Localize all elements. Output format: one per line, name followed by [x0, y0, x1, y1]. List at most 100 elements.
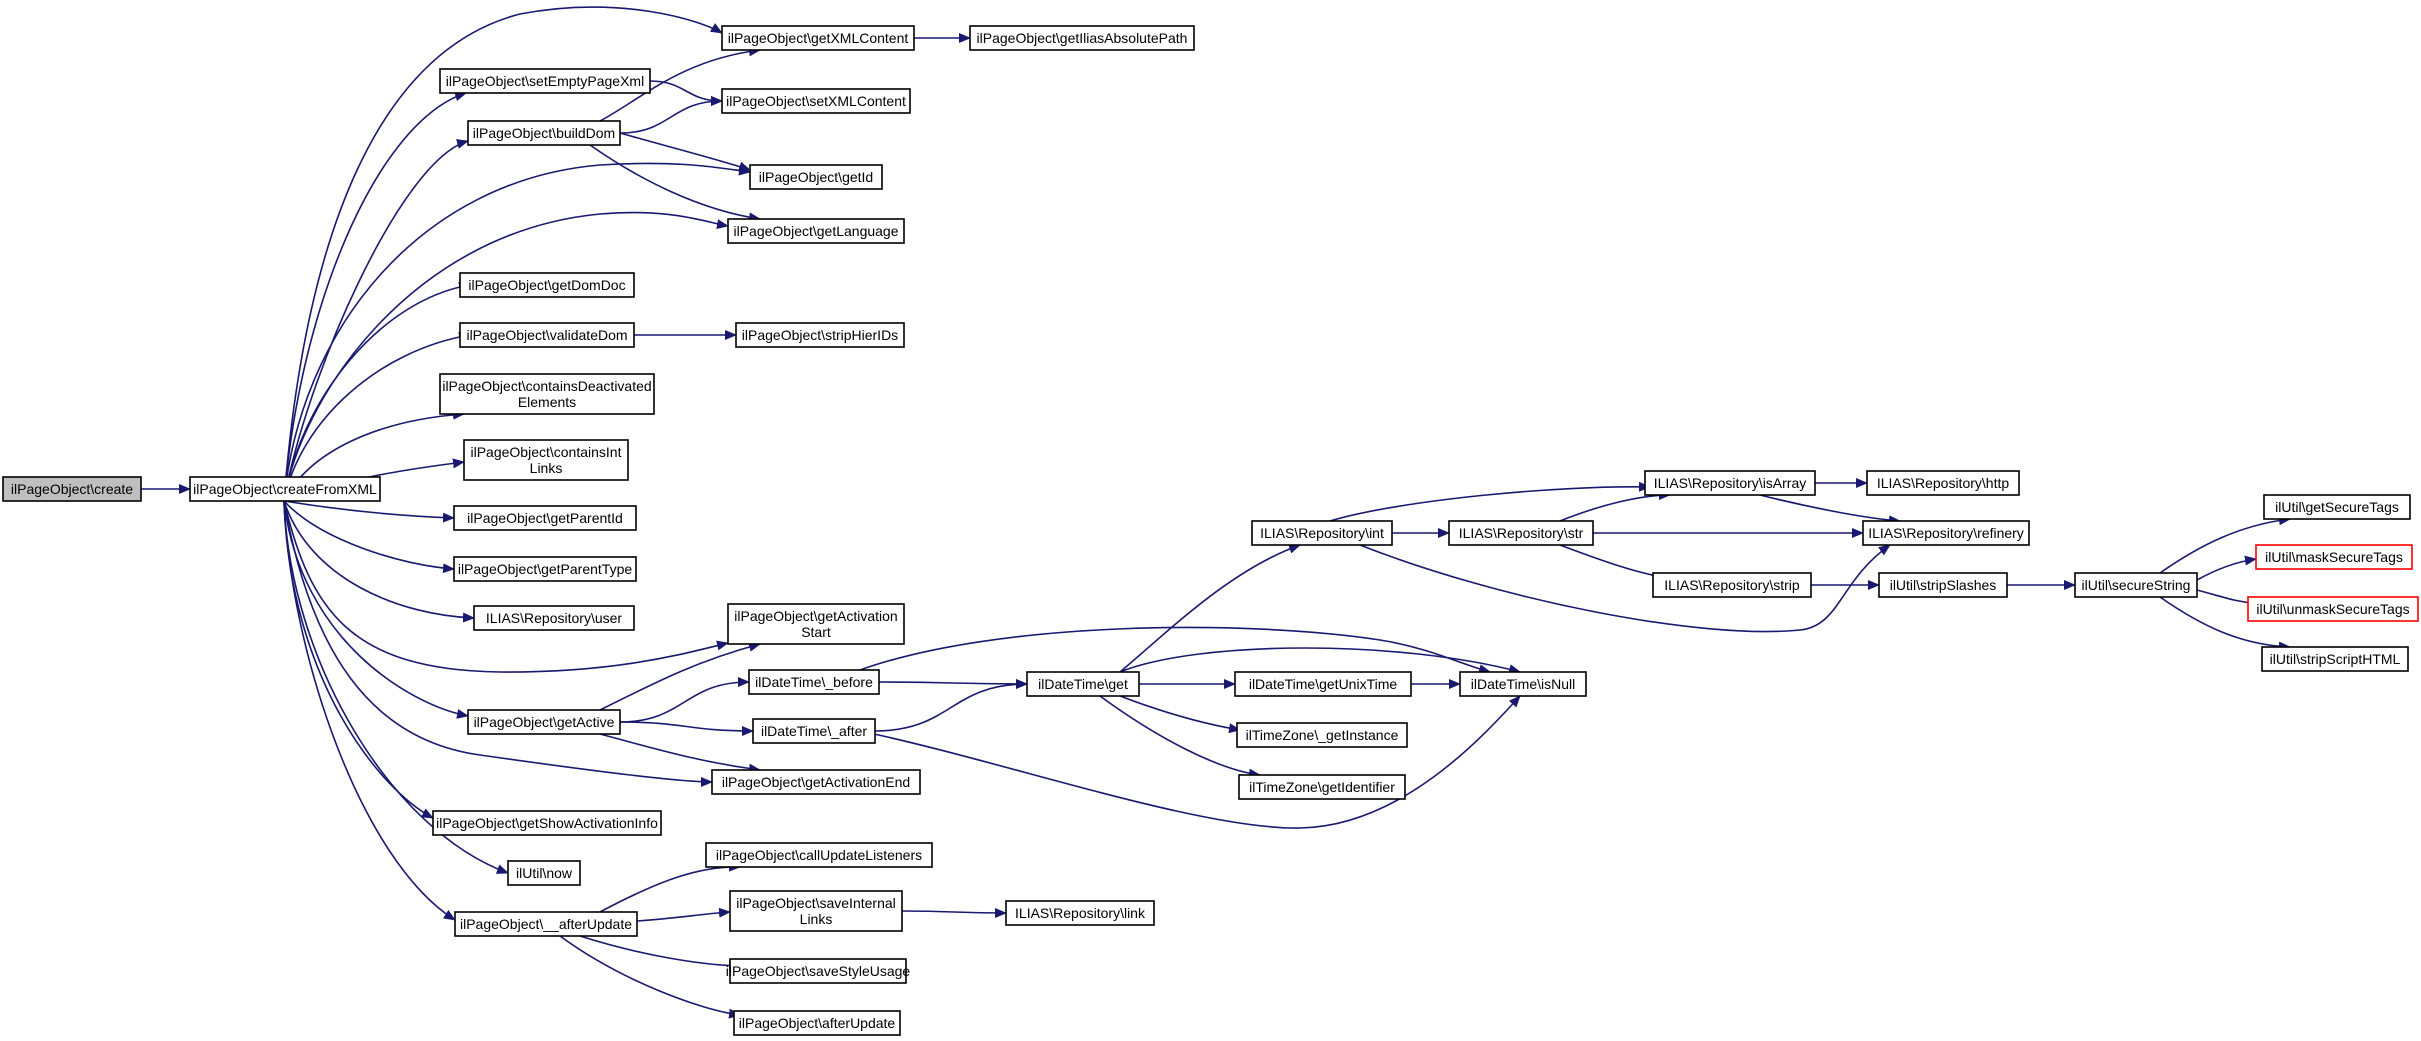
node-getInstance[interactable]: ilTimeZone\_getInstance	[1236, 722, 1408, 748]
node-user[interactable]: ILIAS\Repository\user	[473, 605, 635, 631]
node-getId[interactable]: ilPageObject\getId	[749, 164, 883, 190]
edge-line	[1099, 695, 1261, 779]
node-dtGet[interactable]: ilDateTime\get	[1026, 671, 1140, 697]
edge-dtGet-to-getIdentifier	[1099, 695, 1261, 779]
node-getActivationEnd[interactable]: ilPageObject\getActivationEnd	[711, 769, 921, 795]
node-create[interactable]: ilPageObject\create	[2, 476, 142, 502]
edge-line	[283, 162, 751, 502]
edge-createFromXML-to-afterUpdateMain	[283, 500, 456, 921]
node-getIdentifier[interactable]: ilTimeZone\getIdentifier	[1238, 774, 1406, 800]
edge-line	[619, 677, 750, 723]
node-before[interactable]: ilDateTime\_before	[748, 669, 880, 695]
node-stripHierIDs[interactable]: ilPageObject\stripHierIDs	[735, 322, 905, 348]
node-label: Links	[800, 911, 833, 927]
node-label: ilPageObject\callUpdateListeners	[716, 847, 922, 863]
node-saveStyleUsage[interactable]: ilPageObject\saveStyleUsage	[726, 958, 911, 984]
node-box	[1251, 520, 1393, 546]
edge-getActive-to-after	[619, 721, 754, 736]
node-getParentType[interactable]: ilPageObject\getParentType	[453, 556, 637, 582]
edge-isArray-to-refinery	[1759, 494, 1901, 526]
node-stripScriptHTML[interactable]: ilUtil\stripScriptHTML	[2261, 646, 2409, 672]
node-box	[2263, 494, 2411, 520]
edge-line	[2159, 515, 2291, 574]
node-setXMLContent[interactable]: ilPageObject\setXMLContent	[721, 88, 911, 114]
edge-buildDom-to-setXMLContent	[619, 96, 723, 134]
node-after[interactable]: ilDateTime\_after	[752, 718, 876, 744]
edge-createFromXML-to-now	[283, 500, 509, 874]
node-maskSecureTags[interactable]: ilUtil\maskSecureTags	[2255, 544, 2413, 570]
node-getActive[interactable]: ilPageObject\getActive	[467, 709, 621, 735]
node-label: ilUtil\stripSlashes	[1890, 577, 1997, 593]
edge-line	[599, 733, 761, 774]
node-box	[2261, 646, 2409, 672]
node-label: ilDateTime\_before	[755, 674, 873, 690]
node-setEmptyPageXml[interactable]: ilPageObject\setEmptyPageXml	[439, 68, 651, 94]
node-box	[2255, 544, 2413, 570]
node-label: ilPageObject\createFromXML	[193, 481, 377, 497]
node-label: ilPageObject\getShowActivationInfo	[436, 815, 658, 831]
edge-line	[1119, 543, 1301, 673]
edge-line	[599, 46, 761, 122]
edge-line	[283, 331, 471, 502]
node-unmaskSecureTags[interactable]: ilUtil\unmaskSecureTags	[2247, 596, 2419, 622]
node-getIliasAbsolutePath[interactable]: ilPageObject\getIliasAbsolutePath	[969, 25, 1195, 51]
edge-line	[859, 695, 1521, 829]
node-label: ILIAS\Repository\refinery	[1868, 525, 2024, 541]
node-afterUpdateMain[interactable]: ilPageObject\__afterUpdate	[454, 911, 638, 937]
node-http[interactable]: ILIAS\Repository\http	[1866, 470, 2020, 496]
node-secureString[interactable]: ilUtil\secureString	[2074, 572, 2198, 598]
edge-after-to-dtGet	[874, 679, 1028, 732]
node-getDomDoc[interactable]: ilPageObject\getDomDoc	[459, 272, 635, 298]
node-isNull[interactable]: ilDateTime\isNull	[1459, 671, 1587, 697]
edge-line	[283, 500, 713, 787]
node-now[interactable]: ilUtil\now	[507, 860, 581, 886]
node-box	[727, 603, 905, 645]
node-buildDom[interactable]: ilPageObject\buildDom	[467, 120, 621, 146]
node-callUpdateListeners[interactable]: ilPageObject\callUpdateListeners	[705, 842, 933, 868]
edge-getActive-to-getActivationStart	[599, 642, 761, 711]
node-label: ILIAS\Repository\user	[486, 610, 623, 626]
edge-createFromXML-to-user	[283, 500, 475, 623]
node-box	[729, 890, 903, 932]
edge-line	[2196, 555, 2257, 581]
node-getUnixTime[interactable]: ilDateTime\getUnixTime	[1234, 671, 1412, 697]
node-link[interactable]: ILIAS\Repository\link	[1005, 900, 1155, 926]
node-label: ilUtil\maskSecureTags	[2265, 549, 2403, 565]
node-isArray[interactable]: ILIAS\Repository\isArray	[1644, 470, 1816, 496]
edge-line	[901, 907, 1007, 918]
node-refinery[interactable]: ILIAS\Repository\refinery	[1862, 520, 2030, 546]
node-afterUpdate[interactable]: ilPageObject\afterUpdate	[733, 1010, 901, 1036]
edge-line	[878, 678, 1028, 689]
node-getSecureTags[interactable]: ilUtil\getSecureTags	[2263, 494, 2411, 520]
edge-line	[859, 626, 1491, 674]
node-str[interactable]: ILIAS\Repository\str	[1448, 520, 1594, 546]
edge-line	[283, 91, 467, 502]
node-box	[1644, 470, 1816, 496]
node-box	[507, 860, 581, 886]
edge-dtGet-to-isNull	[1119, 647, 1521, 675]
node-createFromXML[interactable]: ilPageObject\createFromXML	[189, 476, 381, 502]
node-box	[752, 718, 876, 744]
edge-line	[283, 500, 729, 673]
node-getLanguage[interactable]: ilPageObject\getLanguage	[727, 218, 905, 244]
node-box	[463, 439, 629, 481]
edge-createFromXML-to-getActive	[283, 500, 469, 719]
node-getShowActivationInfo[interactable]: ilPageObject\getShowActivationInfo	[432, 810, 662, 836]
node-box	[467, 120, 621, 146]
node-validateDom[interactable]: ilPageObject\validateDom	[459, 322, 635, 348]
node-getXMLContent[interactable]: ilPageObject\getXMLContent	[721, 25, 915, 51]
node-int[interactable]: ILIAS\Repository\int	[1251, 520, 1393, 546]
edge-afterUpdateMain-to-saveStyleUsage	[579, 935, 741, 971]
edge-int-to-isArray	[1329, 481, 1651, 522]
node-getParentId[interactable]: ilPageObject\getParentId	[453, 505, 637, 531]
edge-line	[1559, 490, 1671, 522]
node-stripSlashes[interactable]: ilUtil\stripSlashes	[1878, 572, 2008, 598]
node-strip[interactable]: ILIAS\Repository\strip	[1652, 572, 1812, 598]
node-label: ilDateTime\get	[1038, 676, 1128, 692]
node-label: ilUtil\stripScriptHTML	[2270, 651, 2401, 667]
